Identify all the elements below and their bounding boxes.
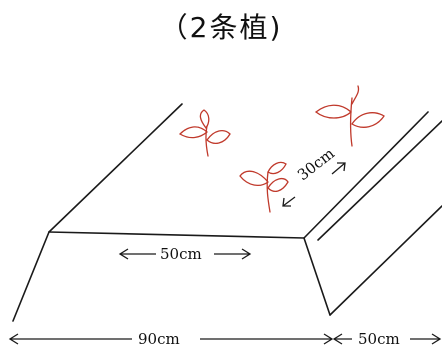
seedling-2 bbox=[239, 161, 289, 213]
bed-top-width-label: 50cm bbox=[158, 245, 204, 263]
bed-left-top-edge bbox=[48, 103, 183, 233]
diagram-title: （2条植) bbox=[159, 11, 283, 44]
base-width-label: 90cm bbox=[136, 330, 182, 348]
bed-right-slope bbox=[303, 237, 331, 316]
bed-right-top-edge bbox=[303, 111, 429, 239]
next-bed-top-edge bbox=[317, 120, 442, 241]
spacing-arrow-upper bbox=[331, 162, 346, 175]
seedling-1 bbox=[178, 109, 231, 157]
next-bed-left-edge bbox=[329, 205, 442, 316]
seedling-3 bbox=[314, 85, 385, 147]
spacing-arrow-lower bbox=[282, 196, 296, 207]
bed-front-top-edge bbox=[48, 231, 305, 239]
bed-left-slope bbox=[12, 231, 50, 322]
aisle-width-label: 50cm bbox=[356, 330, 402, 348]
